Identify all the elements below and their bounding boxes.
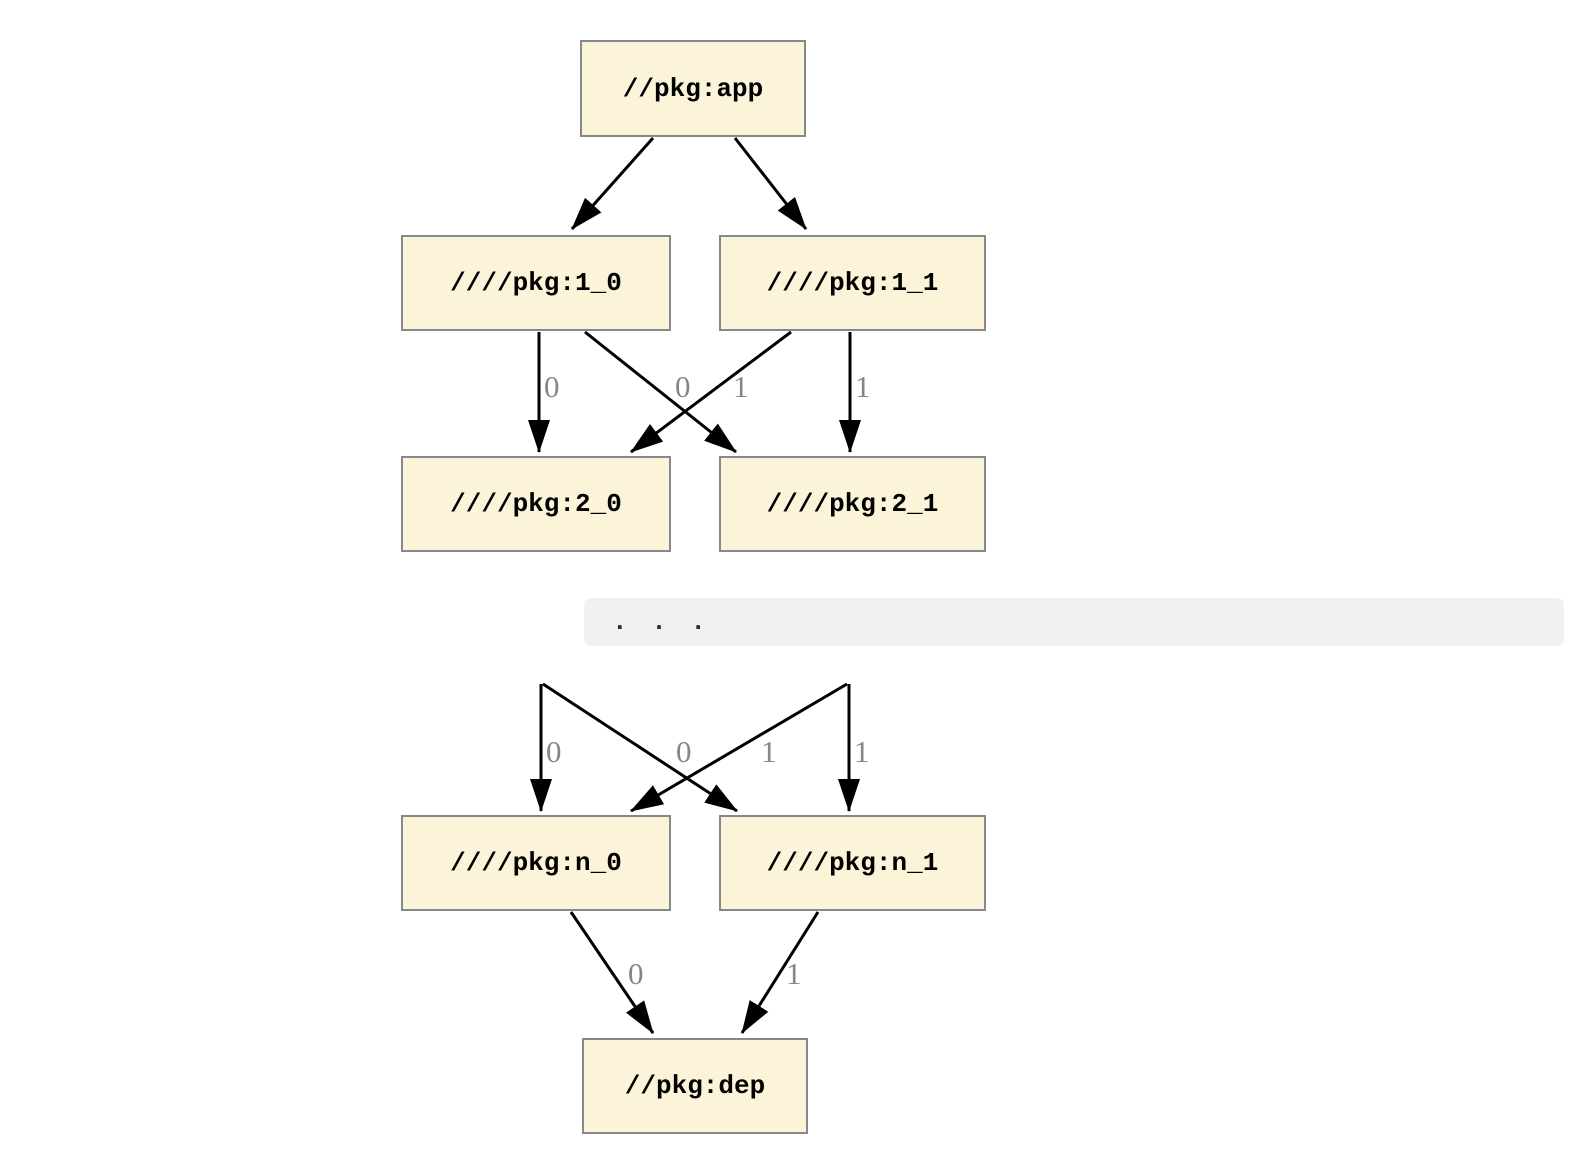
node-label: ////pkg:n_0 [450, 848, 622, 878]
node-label: //pkg:app [622, 73, 764, 104]
edge-hidden-left-to-n-1 [542, 682, 738, 813]
node-label: ////pkg:n_1 [766, 848, 939, 878]
edge-app-to-1-0 [570, 137, 655, 230]
edge-label: 0 [675, 369, 691, 404]
node-pkg-n-1: ////pkg:n_1 [719, 815, 986, 911]
edge-1-1-to-2-0 [630, 330, 792, 454]
node-pkg-1-1: ////pkg:1_1 [719, 235, 986, 331]
edge-app-to-1-1 [733, 137, 808, 230]
edge-label: 1 [761, 734, 777, 769]
node-pkg-1-0: ////pkg:1_0 [401, 235, 671, 331]
edge-n-1-to-dep [740, 911, 820, 1034]
edge-label: 0 [544, 369, 560, 404]
node-pkg-n-0: ////pkg:n_0 [401, 815, 671, 911]
edge-label: 1 [786, 956, 802, 991]
edge-label: 0 [676, 734, 692, 769]
node-label: //pkg:dep [624, 1071, 766, 1101]
edge-1-0-to-2-1 [584, 330, 737, 454]
edge-label: 1 [855, 369, 871, 404]
edge-label: 0 [546, 734, 562, 769]
node-label: ////pkg:1_0 [450, 268, 622, 298]
node-label: ////pkg:1_1 [766, 268, 939, 298]
edge-label: 1 [854, 734, 870, 769]
ellipsis-dots: . . . [612, 607, 711, 637]
edge-hidden-right-to-n-0 [630, 682, 848, 813]
node-label: ////pkg:2_0 [450, 489, 622, 519]
node-pkg-2-1: ////pkg:2_1 [719, 456, 986, 552]
edge-label: 0 [628, 956, 644, 991]
edge-label: 1 [733, 369, 749, 404]
node-pkg-dep: //pkg:dep [582, 1038, 808, 1134]
node-pkg-2-0: ////pkg:2_0 [401, 456, 671, 552]
node-pkg-app: //pkg:app [580, 40, 806, 137]
ellipsis-band: . . . [584, 598, 1564, 646]
node-label: ////pkg:2_1 [766, 489, 939, 519]
